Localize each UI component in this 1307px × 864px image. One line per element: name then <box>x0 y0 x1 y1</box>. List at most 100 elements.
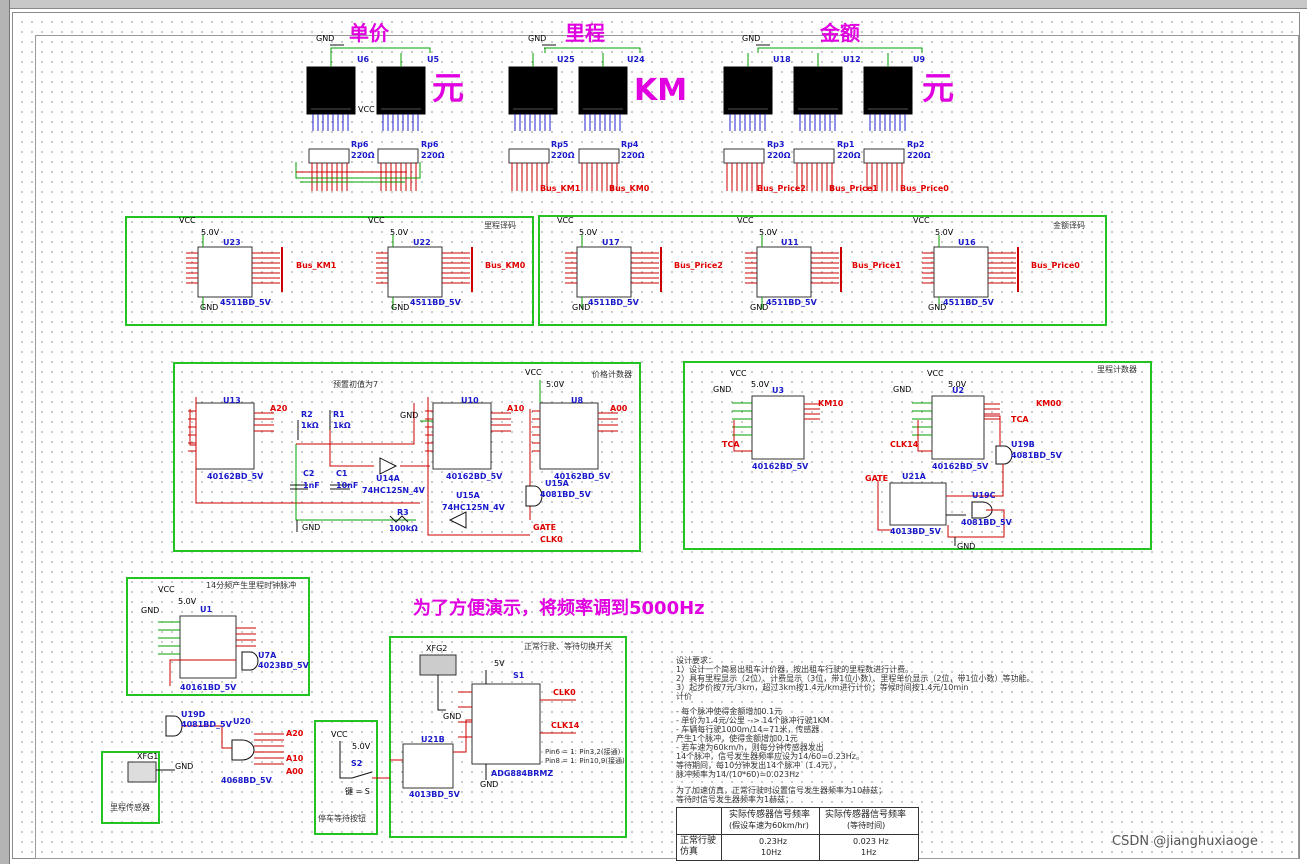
bus-km0-label: Bus_KM0 <box>485 261 526 270</box>
bus-km1-label: Bus_KM1 <box>296 261 337 270</box>
wire <box>339 741 352 779</box>
digit-label: U9 <box>913 55 926 64</box>
wire <box>984 415 1001 446</box>
resistor-pack-value: 220Ω <box>551 151 575 160</box>
wire <box>946 464 1004 497</box>
c1-label: C1 <box>336 469 348 478</box>
amount-title: 金额 <box>820 21 860 45</box>
u19c-part: 4081BD_5V <box>961 518 1012 527</box>
net-gate: GATE <box>865 474 889 483</box>
gnd-label: GND <box>141 606 160 615</box>
table-col2-sub: (等待时间) <box>847 821 886 830</box>
resistor-pack <box>377 148 419 164</box>
chip-u10-label: U10 <box>461 396 479 405</box>
s2-key[interactable]: 键 = S <box>345 787 370 796</box>
chip-u17-label: U17 <box>602 238 620 247</box>
and-gate-u15a <box>525 485 543 507</box>
resistor-pack-value: 220Ω <box>621 151 645 160</box>
wire <box>295 162 421 179</box>
net-clk0: CLK0 <box>553 688 576 697</box>
window-top-bar <box>0 0 1307 9</box>
chip-part-label: 40162BD_5V <box>554 472 611 481</box>
wire <box>296 403 415 445</box>
gnd-label: GND <box>175 762 194 771</box>
chip-part-label: 40161BD_5V <box>180 683 237 692</box>
bus-label: Bus_Price1 <box>829 184 878 193</box>
mileage-counter-label: 里程计数器 <box>1097 365 1137 374</box>
counter-chip <box>751 395 805 460</box>
voltage-label: 5.0V <box>579 228 598 237</box>
requirements-block: 设计要求： 1）设计一个简易出租车计价器，按出租车行驶的里程数进行计费。 2）具… <box>676 657 1035 804</box>
requirement-line: - 车辆每行驶1000m/14=71米，传感器 <box>676 725 820 734</box>
u14-part: 74HC125N_4V <box>362 486 425 495</box>
schematic-sheet[interactable] <box>12 12 1300 859</box>
digit-label: U18 <box>773 55 791 64</box>
wire <box>295 444 416 521</box>
gnd-label: GND <box>957 542 976 551</box>
vcc-label: VCC <box>158 585 175 594</box>
demo-note: 为了方便演示，将频率调到5000Hz <box>413 598 705 619</box>
requirement-line: 计价 <box>676 692 692 701</box>
bus-price0-label: Bus_Price0 <box>1031 261 1080 270</box>
chip-part-label: 4511BD_5V <box>943 298 994 307</box>
unit-yuan-1: 元 <box>432 69 465 107</box>
chip-u13-label: U13 <box>223 396 241 405</box>
chip-u16-label: U16 <box>958 238 976 247</box>
net-a20: A20 <box>286 729 304 738</box>
requirement-line: 14个脉冲，信号发生器频率应设为14/60=0.23Hz。 <box>676 752 864 761</box>
c2-label: C2 <box>303 469 315 478</box>
r3-label: R3 <box>397 508 409 517</box>
resistor-pack-label: Rp2 <box>907 140 925 149</box>
vcc-label: VCC <box>737 216 754 225</box>
seven-segment-display <box>508 66 558 115</box>
vcc-label: VCC <box>557 216 574 225</box>
vcc-display: VCC <box>358 105 375 114</box>
s2-label: S2 <box>351 759 363 768</box>
preset-label: 预置初值为7 <box>333 380 379 389</box>
common-wire <box>544 47 641 53</box>
wire <box>733 420 752 452</box>
resistor-pack <box>863 148 905 164</box>
net-a00: A00 <box>286 767 304 776</box>
vcc-label: VCC <box>730 369 747 378</box>
gnd-label: GND <box>893 385 912 394</box>
counter-chip-u1 <box>179 615 237 679</box>
and-gate-u19b <box>995 445 1013 465</box>
digit-label: U24 <box>627 55 645 64</box>
flipflop-u21b <box>402 743 454 789</box>
u19d-label: U19D <box>181 710 206 719</box>
net-a1: A10 <box>507 404 525 413</box>
resistor-pack <box>578 148 620 164</box>
c2-value: 1nF <box>303 481 320 490</box>
subsystem-box <box>126 577 310 696</box>
s1-label: S1 <box>513 671 525 680</box>
u19d-part: 4081BD_5V <box>181 720 232 729</box>
counter-chip <box>931 395 985 460</box>
decoder-mileage-label: 里程译码 <box>484 221 516 230</box>
seven-segment-display <box>793 66 843 115</box>
and-gate-u19d <box>165 715 183 737</box>
subsystem-box <box>101 751 160 824</box>
counter-chip <box>432 402 492 470</box>
seven-segment-display <box>306 66 356 115</box>
counter-chip <box>195 402 255 470</box>
resistor-pack <box>508 148 550 164</box>
chip-u23-label: U23 <box>223 238 241 247</box>
wire <box>189 409 196 446</box>
gnd-display-3: GND <box>742 34 761 43</box>
and-gate-u19c <box>971 501 993 519</box>
common-wire <box>330 47 431 53</box>
resistor-pack-value: 220Ω <box>907 151 931 160</box>
chip-part-label: 40162BD_5V <box>752 462 809 471</box>
bus-label: Bus_Price0 <box>900 184 949 193</box>
decoder-chip <box>197 246 253 298</box>
requirement-line: 脉冲频率为14/(10*60)=0.023Hz <box>676 770 800 779</box>
requirement-line: 3）起步价按7元/3km，超过3km按1.4元/km进行计价；等候时间按1.4元… <box>676 683 969 692</box>
bus-label: Bus_KM1 <box>540 184 581 193</box>
subsystem-box <box>683 361 1152 550</box>
r2-value: 1kΩ <box>301 421 319 430</box>
subsystem-box <box>173 362 641 552</box>
wire <box>947 509 1005 538</box>
decoder-chip <box>387 246 443 298</box>
r1-value: 1kΩ <box>333 421 351 430</box>
